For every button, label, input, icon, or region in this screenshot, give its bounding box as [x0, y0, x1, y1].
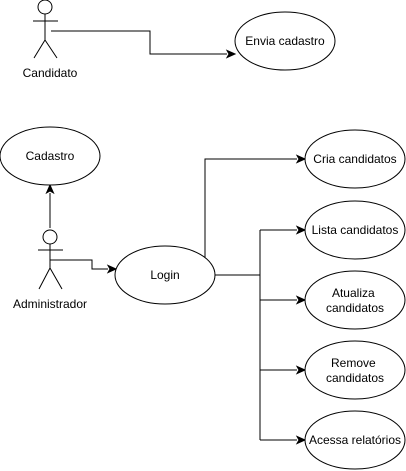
- usecase-atualiza-candidatos[interactable]: Atualiza candidatos: [304, 270, 406, 330]
- arrowhead-acessa-relatorios: [295, 435, 307, 445]
- usecase-cadastro[interactable]: Cadastro: [0, 126, 101, 186]
- usecase-cria-candidatos[interactable]: Cria candidatos: [304, 129, 406, 189]
- edge-login-cria-candidatos: [204, 158, 297, 260]
- usecase-envia-cadastro-label: Envia cadastro: [245, 34, 325, 48]
- arrowhead-cria-candidatos: [295, 154, 307, 164]
- usecase-atualiza-candidatos-line1: Atualiza: [332, 286, 375, 300]
- usecase-lista-candidatos-label: Lista candidatos: [312, 223, 399, 237]
- usecase-remove-candidatos-line1: Remove: [331, 356, 376, 370]
- actor-administrador-head: [42, 229, 58, 245]
- arrowhead-login: [106, 264, 118, 274]
- usecase-acessa-relatorios[interactable]: Acessa relatórios: [304, 410, 406, 470]
- connectors: [45, 30, 307, 445]
- usecase-cria-candidatos-shape: [304, 129, 406, 189]
- edge-administrador-login: [50, 259, 108, 270]
- usecase-remove-candidatos[interactable]: Remove candidatos: [304, 340, 406, 400]
- actor-candidato-label: Candidato: [23, 66, 78, 80]
- usecase-atualiza-candidatos-line2: candidatos: [326, 301, 384, 315]
- actor-candidato[interactable]: Candidato: [23, 0, 78, 80]
- edge-candidato-envia-cadastro: [51, 30, 227, 55]
- usecase-acessa-relatorios-shape: [304, 410, 406, 470]
- usecase-login-shape: [114, 245, 216, 305]
- usecase-remove-candidatos-line2: candidatos: [326, 371, 384, 385]
- arrowhead-remove-candidatos: [295, 365, 307, 375]
- usecase-cadastro-shape: [0, 126, 101, 186]
- usecase-envia-cadastro[interactable]: Envia cadastro: [234, 11, 336, 71]
- usecase-lista-candidatos[interactable]: Lista candidatos: [304, 200, 406, 260]
- actor-candidato-head: [37, 0, 53, 15]
- usecase-cadastro-label: Cadastro: [26, 149, 75, 163]
- arrowhead-envia-cadastro: [225, 49, 237, 59]
- usecase-login[interactable]: Login: [114, 245, 216, 305]
- usecase-login-label: Login: [150, 268, 179, 282]
- usecase-atualiza-candidatos-label: Atualiza candidatos: [326, 286, 384, 315]
- usecase-envia-cadastro-shape: [234, 11, 336, 71]
- arrowhead-lista-candidatos: [295, 225, 307, 235]
- actor-administrador-body: [38, 244, 63, 290]
- usecase-remove-candidatos-label: Remove candidatos: [326, 356, 384, 385]
- usecase-remove-candidatos-shape: [304, 340, 406, 400]
- usecase-cria-candidatos-label: Cria candidatos: [313, 152, 396, 166]
- actor-candidato-body: [33, 14, 58, 59]
- actor-administrador-label: Administrador: [13, 297, 87, 311]
- usecase-lista-candidatos-shape: [304, 200, 406, 260]
- usecase-acessa-relatorios-label: Acessa relatórios: [309, 433, 401, 447]
- arrowhead-atualiza-candidatos: [295, 295, 307, 305]
- arrowhead-cadastro: [45, 183, 55, 195]
- actor-administrador[interactable]: Administrador: [13, 229, 87, 311]
- usecase-atualiza-candidatos-shape: [304, 270, 406, 330]
